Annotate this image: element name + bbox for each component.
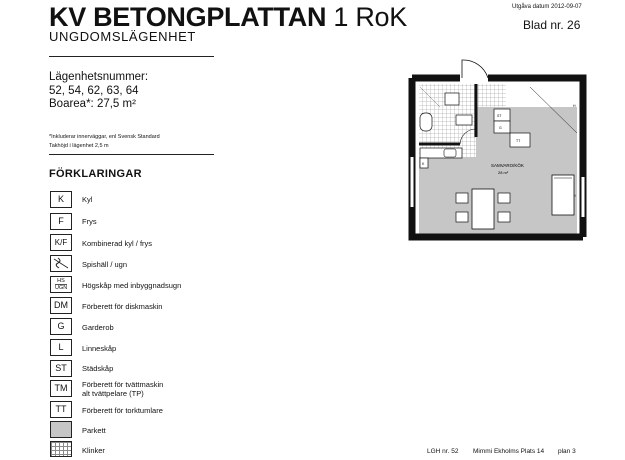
footer-floor: plan 3 [558, 448, 576, 455]
room-area: 28 m² [498, 170, 509, 175]
legend-code-line: UGN [55, 284, 68, 291]
sofa [551, 174, 575, 216]
legend-code: TM [50, 380, 72, 397]
legend-heading: FÖRKLARINGAR [49, 168, 142, 180]
publication-date: Utgåva datum 2012-09-07 [512, 4, 582, 10]
shower-area [455, 114, 473, 126]
room-name: SAMVARO/KÖK [491, 162, 524, 168]
legend-swatch [50, 255, 72, 272]
legend-label: Linneskåp [82, 344, 117, 353]
entrance-door[interactable] [461, 59, 489, 79]
legend-label: Spishäll / ugn [82, 260, 128, 269]
stove-oven-icon [53, 257, 69, 269]
washbasin [444, 92, 460, 106]
chair [497, 211, 511, 223]
legend-code: F [50, 213, 72, 230]
kitchen-counter [419, 147, 463, 159]
chair [497, 192, 511, 204]
stove [443, 148, 457, 158]
legend-code: G [50, 318, 72, 335]
bathroom-door[interactable] [459, 128, 477, 145]
cabinet-label: ST [497, 114, 502, 118]
divider [49, 154, 214, 155]
legend-label: Klinker [82, 446, 105, 455]
apartment-numbers: 52, 54, 62, 63, 64 [49, 85, 139, 97]
legend-label: Högskåp med inbyggnadsugn [82, 281, 182, 290]
legend-label: Parkett [82, 426, 106, 435]
legend-code: DM [50, 297, 72, 314]
legend-label: Kombinerad kyl / frys [82, 239, 153, 248]
legend-code: HS UGN [50, 276, 72, 293]
legend-label: Frys [82, 217, 97, 226]
hall-floor [476, 84, 506, 107]
chair [455, 192, 469, 204]
apartment-numbers-label: Lägenhetsnummer: [49, 71, 149, 83]
legend-code-line: HS [57, 278, 65, 284]
legend-code: K/F [50, 234, 72, 251]
toilet [419, 112, 433, 132]
shower-mark [419, 86, 441, 108]
cabinet-label: TT [516, 139, 521, 143]
parquet-swatch [50, 421, 72, 438]
page-title: KV BETONGPLATTAN 1 RoK [49, 2, 407, 32]
legend-code: ST [50, 360, 72, 377]
sheet-number: Blad nr. 26 [523, 18, 581, 32]
legend-label: alt tvättpelare (TP) [82, 389, 144, 398]
page-subtitle: UNGDOMSLÄGENHET [49, 29, 196, 44]
footer-address: Mimmi Ekholms Plats 14 [473, 448, 545, 455]
legend-label: Städskåp [82, 364, 114, 373]
legend-label: Kyl [82, 195, 93, 204]
plan-label: H [573, 194, 576, 198]
floor-plan: ST G TT H H K SAMVARO/KÖK 28 m² [408, 59, 587, 241]
footer-apartment: LGH nr. 52 [427, 448, 459, 455]
living-area: Boarea*: 27,5 m² [49, 98, 136, 110]
ceiling-height-note: Takhöjd i lägenhet 2,5 m [49, 143, 109, 149]
fridge [419, 157, 429, 169]
legend-label: Garderob [82, 323, 114, 332]
apartment-type: 1 RoK [333, 2, 407, 32]
plan-label: H [573, 104, 576, 108]
dining-table [471, 188, 495, 230]
cabinet-label: G [499, 126, 502, 130]
tile-swatch [50, 441, 72, 457]
area-note: *Inkluderar innerväggar, enl Svensk Stan… [49, 134, 160, 140]
legend-code: L [50, 339, 72, 356]
legend-code: K [50, 191, 72, 208]
fridge-label: K [422, 162, 425, 166]
legend-label: Förberett för torktumlare [82, 406, 163, 415]
legend-label: Förberett för tvättmaskin [82, 380, 164, 389]
legend-code: TT [50, 401, 72, 418]
chair [455, 211, 469, 223]
balcony-door-swing [529, 86, 578, 134]
cabinet [509, 132, 531, 148]
project-name: KV BETONGPLATTAN [49, 2, 327, 32]
divider [49, 56, 214, 57]
legend-label: Förberett för diskmaskin [82, 302, 163, 311]
cabinet [493, 120, 511, 134]
